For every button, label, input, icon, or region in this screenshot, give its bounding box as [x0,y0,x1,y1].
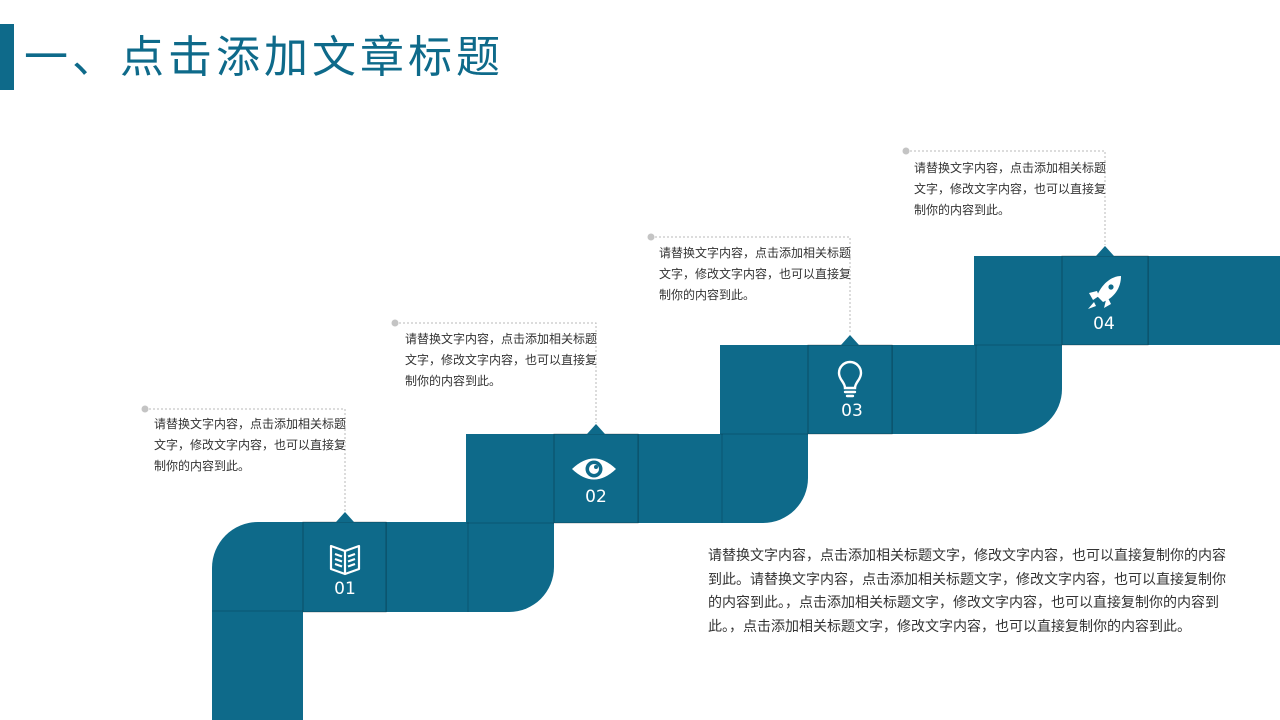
page-title[interactable]: 一、点击添加文章标题 [24,32,504,83]
step-4-pointer [1096,246,1114,256]
body-paragraph[interactable]: 请替换文字内容，点击添加相关标题文字，修改文字内容，也可以直接复制你的内容到此。… [708,548,1226,635]
callout-3-frame [647,233,851,334]
callout-1-frame [141,405,346,511]
step-2-description[interactable]: 请替换文字内容，点击添加相关标题文字，修改文字内容，也可以直接复制你的内容到此。 [405,332,598,388]
step-1-description[interactable]: 请替换文字内容，点击添加相关标题文字，修改文字内容，也可以直接复制你的内容到此。 [154,417,347,473]
book-icon [329,544,361,576]
lightbulb-icon [837,360,863,398]
step-1-pointer [336,512,354,522]
step-3-pointer [841,335,859,345]
step-1-number: 01 [334,579,356,599]
rocket-icon [1088,276,1121,309]
step-4-number: 04 [1093,314,1115,334]
step-4-tile [1061,255,1149,346]
title-accent-bar [0,24,14,90]
step-4-description[interactable]: 请替换文字内容，点击添加相关标题文字，修改文字内容，也可以直接复制你的内容到此。 [914,161,1107,217]
step-3-number: 03 [841,401,863,421]
callout-4-frame [902,147,1106,245]
step-3-description[interactable]: 请替换文字内容，点击添加相关标题文字，修改文字内容，也可以直接复制你的内容到此。 [659,246,852,302]
step-2-number: 02 [585,487,607,507]
eye-icon [572,458,616,480]
step-2-pointer [587,424,605,434]
callout-2-frame [391,319,597,423]
